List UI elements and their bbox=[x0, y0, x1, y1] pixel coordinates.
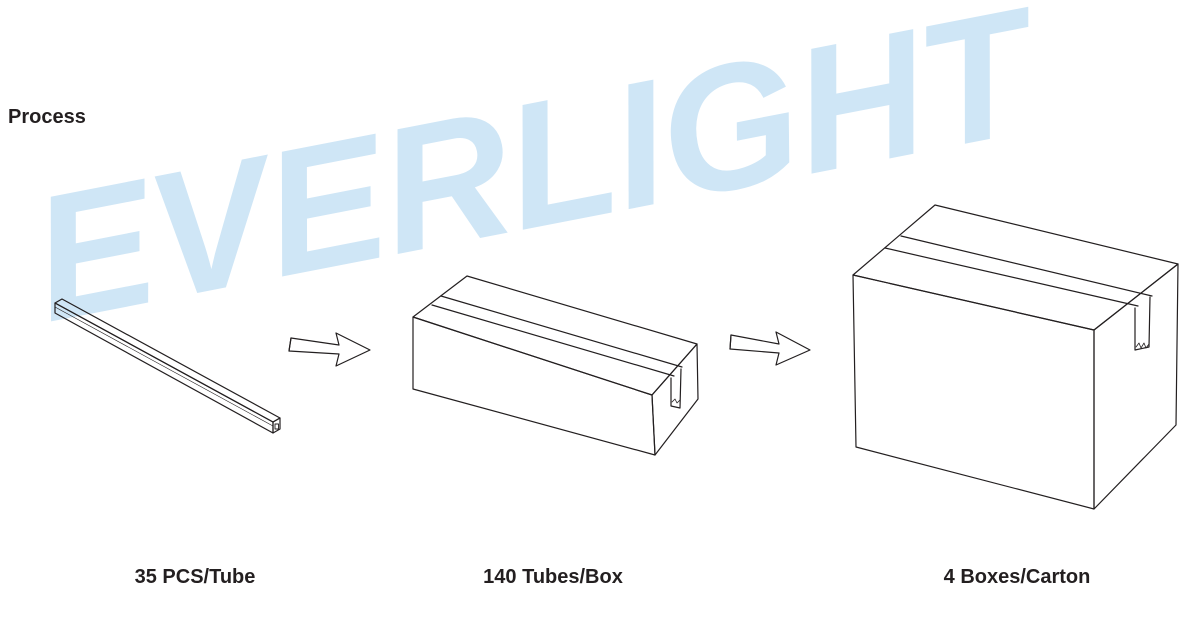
box-illustration bbox=[412, 275, 699, 456]
carton-illustration bbox=[852, 204, 1179, 510]
tube-illustration bbox=[54, 298, 281, 434]
caption-tubes-per-box: 140 Tubes/Box bbox=[483, 566, 623, 588]
caption-boxes-per-carton: 4 Boxes/Carton bbox=[943, 566, 1091, 588]
arrow-icon-1 bbox=[288, 332, 371, 367]
page-title: Process bbox=[8, 106, 86, 128]
caption-pcs-per-tube: 35 PCS/Tube bbox=[134, 566, 256, 588]
arrow-icon-2 bbox=[729, 331, 811, 366]
